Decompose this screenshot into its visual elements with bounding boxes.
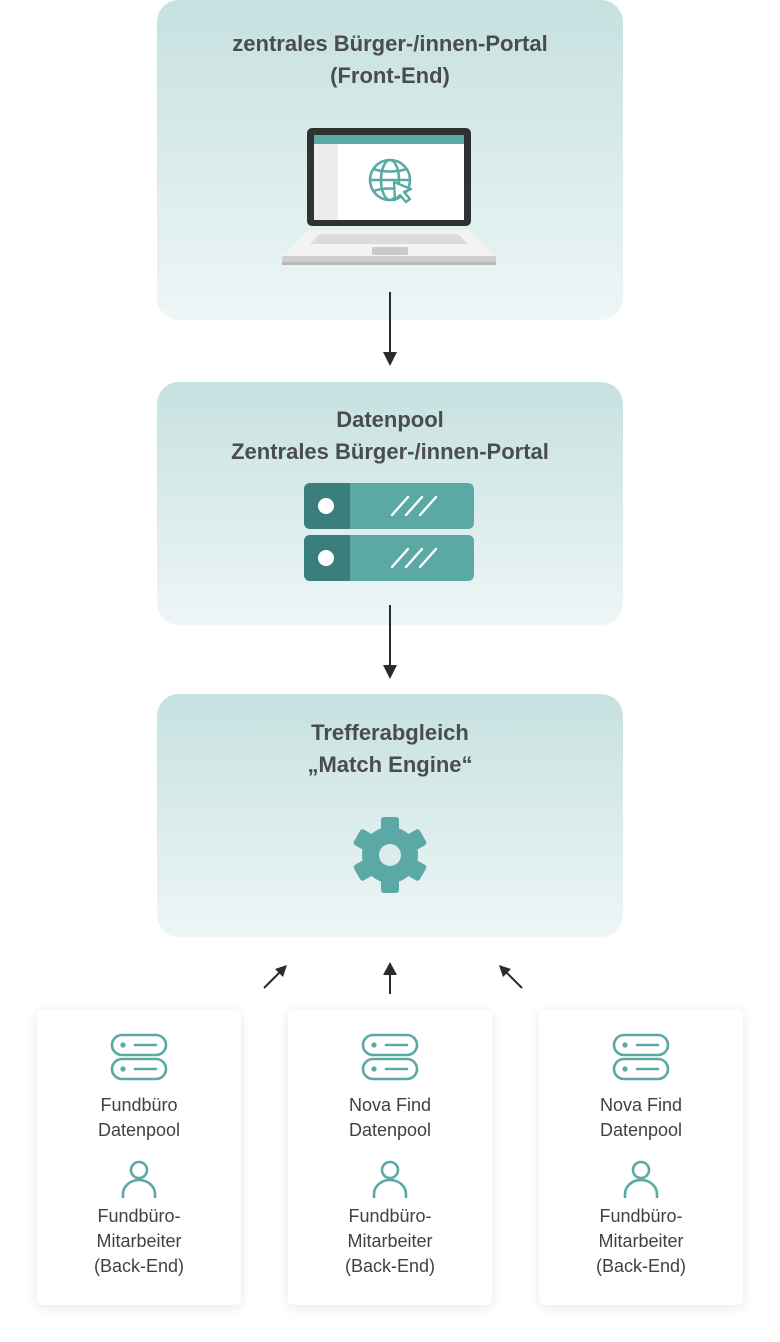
portal-panel: zentrales Bürger-/innen-Portal (Front-En…: [157, 0, 623, 320]
role-label: Fundbüro- Mitarbeiter (Back-End): [344, 1206, 436, 1276]
source-card-nova-find-1: Nova Find Datenpool Fundbüro- Mitarbeite…: [288, 1010, 492, 1305]
server-unit-2: [304, 535, 474, 581]
user-icon: [623, 1160, 659, 1198]
arrow-right-card-to-match: [499, 965, 523, 989]
server-stack-icon: [304, 483, 474, 581]
database-icon: [361, 1033, 419, 1081]
source-label: Nova Find Datenpool: [348, 1095, 432, 1140]
role-label: Fundbüro- Mitarbeiter (Back-End): [93, 1206, 185, 1276]
user-icon: [121, 1160, 157, 1198]
arrow-center-card-to-match: [383, 962, 397, 994]
portal-title: zentrales Bürger-/innen-Portal (Front-En…: [232, 31, 548, 88]
match-engine-panel: Trefferabgleich „Match Engine“: [157, 694, 623, 937]
datapool-panel: Datenpool Zentrales Bürger-/innen-Portal: [157, 382, 623, 625]
datapool-title: Datenpool Zentrales Bürger-/innen-Portal: [231, 407, 549, 464]
server-unit-1: [304, 483, 474, 529]
laptop-globe-icon: [282, 128, 496, 265]
user-icon: [372, 1160, 408, 1198]
role-label: Fundbüro- Mitarbeiter (Back-End): [595, 1206, 687, 1276]
source-card-nova-find-2: Nova Find Datenpool Fundbüro- Mitarbeite…: [539, 1010, 743, 1305]
arrow-portal-to-datapool: [383, 292, 397, 366]
database-icon: [110, 1033, 168, 1081]
source-label: Nova Find Datenpool: [599, 1095, 683, 1140]
arrow-left-card-to-match: [263, 965, 287, 989]
arrow-datapool-to-match: [383, 605, 397, 679]
gear-icon: [353, 817, 427, 893]
match-engine-title: Trefferabgleich „Match Engine“: [307, 720, 473, 777]
database-icon: [612, 1033, 670, 1081]
source-label: Fundbüro Datenpool: [97, 1095, 181, 1140]
source-card-fundbuero: Fundbüro Datenpool Fundbüro- Mitarbeiter…: [37, 1010, 241, 1305]
